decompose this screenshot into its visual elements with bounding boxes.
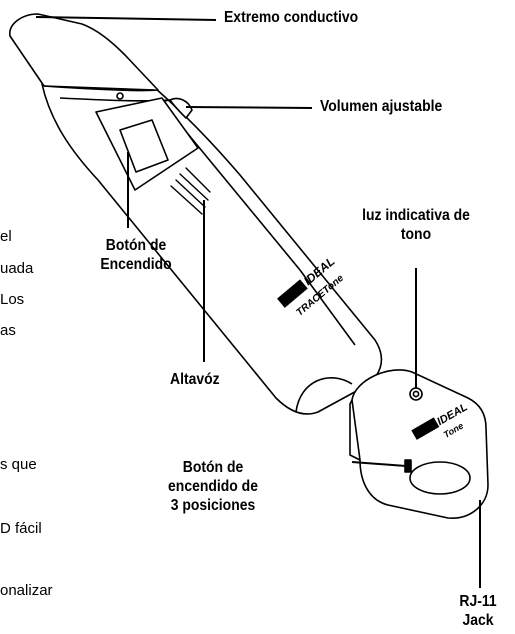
power-button	[119, 119, 169, 173]
bg-fragment-2: uada	[0, 260, 34, 277]
label-rj11-line2: Jack	[462, 612, 494, 629]
speaker-grille	[170, 167, 211, 215]
bg-fragment-5: s que	[0, 456, 37, 473]
tracer-probe	[9, 13, 383, 415]
label-power-button-line1: Botón de	[105, 237, 167, 254]
bg-fragment-3: Los	[0, 291, 25, 308]
label-three-pos-button: Botón de encendido de 3 posiciones	[138, 458, 288, 515]
bg-fragment-1: el	[0, 228, 12, 245]
label-three-pos-button-line3: 3 posiciones	[170, 497, 256, 514]
bg-fragment-7: onalizar	[0, 582, 53, 599]
leader-three-pos-button	[351, 461, 407, 467]
volume-wheel	[169, 97, 193, 119]
bg-fragment-6: D fácil	[0, 520, 42, 537]
panel-screw	[116, 92, 124, 100]
label-tone-indicator: luz indicativa de tono	[318, 206, 514, 244]
leader-adjustable-volume	[185, 106, 313, 109]
label-rj11: RJ-11 Jack	[440, 592, 515, 630]
label-rj11-line1: RJ-11	[459, 593, 497, 610]
tone-generator	[349, 369, 489, 519]
label-conductive-tip: Extremo conductivo	[224, 9, 359, 26]
leader-conductive-tip	[35, 16, 217, 21]
label-three-pos-button-line1: Botón de	[182, 459, 244, 476]
bg-fragment-4: as	[0, 322, 16, 339]
rj11-jack	[409, 461, 471, 495]
label-tone-indicator-line2: tono	[400, 226, 432, 243]
label-power-button-line2: Encendido	[100, 256, 172, 273]
label-adjustable-volume: Volumen ajustable	[320, 98, 443, 115]
label-three-pos-button-line2: encendido de	[168, 478, 258, 495]
leader-lines	[35, 16, 481, 588]
label-tone-indicator-line1: luz indicativa de	[362, 207, 470, 224]
probe-cap	[9, 13, 159, 92]
label-power-button: Botón de Encendido	[86, 236, 186, 274]
label-speaker: Altavóz	[170, 371, 220, 388]
